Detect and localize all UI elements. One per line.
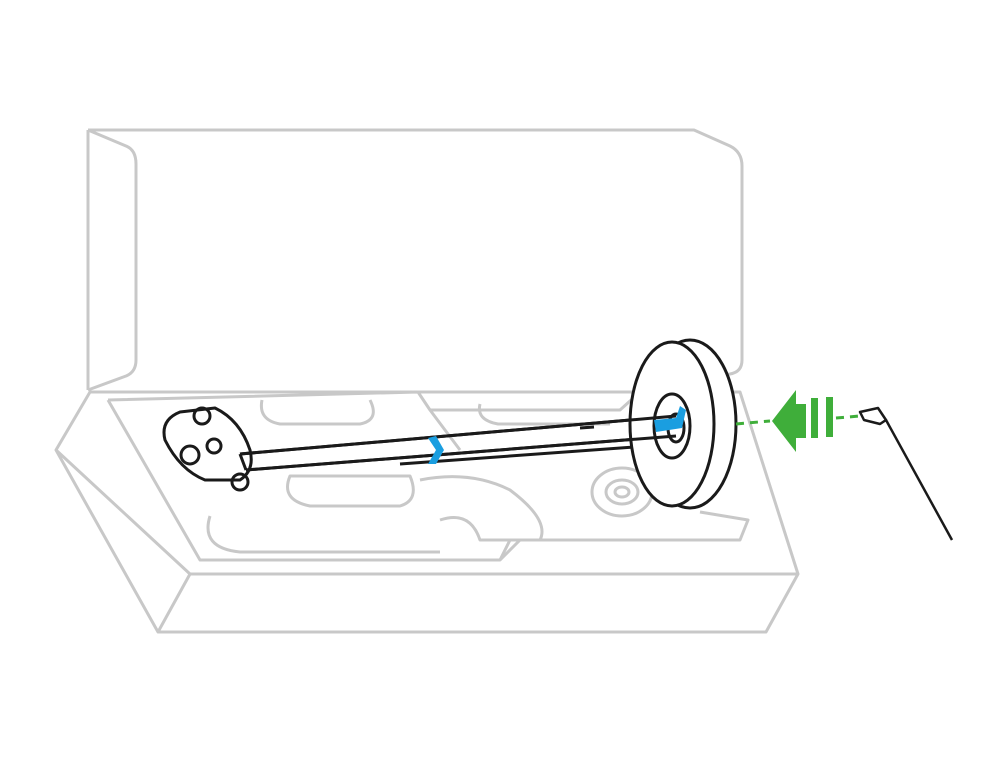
insert-arrow [735, 390, 861, 452]
blue-chevron [428, 436, 444, 464]
tray-cavity [419, 475, 544, 542]
tray-slot [259, 399, 375, 426]
box-tray [54, 390, 800, 634]
blue-markers [428, 406, 686, 464]
blue-collar [654, 406, 686, 432]
arrow-head-icon [772, 390, 806, 452]
tray-slot-4 [206, 515, 740, 561]
charger-plug [858, 406, 888, 426]
charger-cable [884, 419, 954, 541]
arrow-bar-1 [811, 398, 818, 438]
box-lid [86, 128, 744, 392]
box [54, 128, 800, 634]
tray-slot-2 [477, 403, 610, 426]
product [162, 338, 954, 541]
tray-slot-3 [286, 474, 415, 508]
guide-line [735, 414, 861, 426]
arrow-bar-2 [826, 397, 833, 437]
disc-hub [652, 392, 692, 460]
